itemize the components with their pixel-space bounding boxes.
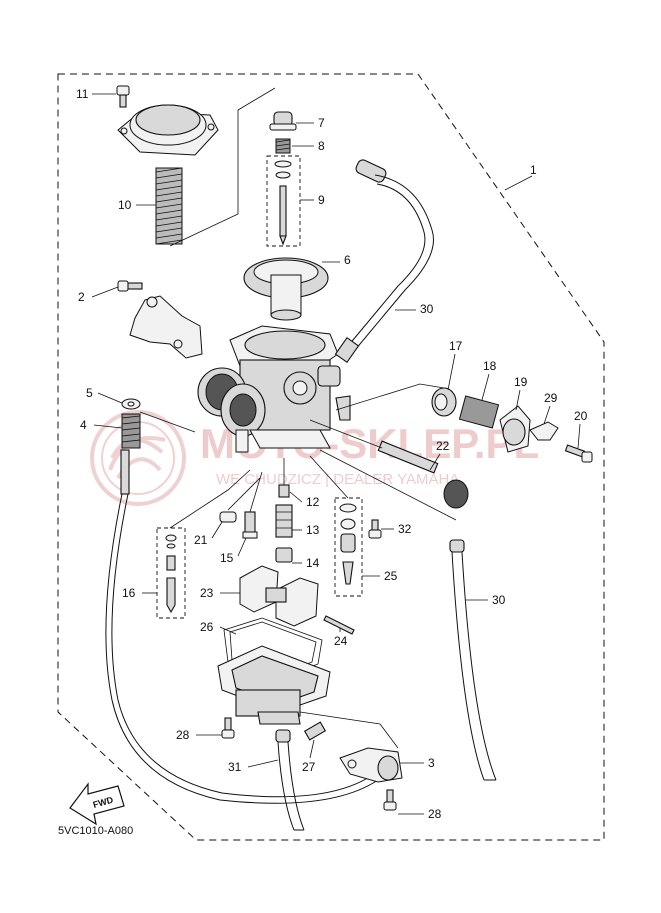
part-13-needle-jet [275, 504, 293, 538]
callout-23: 23 [200, 586, 214, 600]
part-23-float [239, 565, 319, 627]
callout-12: 12 [306, 495, 320, 509]
carburetor-body [197, 325, 351, 453]
callout-24: 24 [334, 634, 348, 648]
part-11-screw [116, 85, 130, 108]
assembly-boundary [57, 73, 605, 841]
leader-22 [309, 419, 383, 449]
leader-30b [319, 449, 457, 521]
callout-28a: 28 [176, 728, 190, 742]
callout-28b: 28 [428, 807, 442, 821]
callout-7: 7 [318, 116, 325, 130]
part-30-upper-hose [334, 159, 434, 363]
callout-16: 16 [122, 586, 136, 600]
callout-9: 9 [318, 193, 325, 207]
callout-2: 2 [78, 290, 85, 304]
part-27-drain-screw [303, 721, 327, 741]
leader-bowl-3 [299, 711, 399, 749]
part-19-cover [499, 405, 531, 453]
part-3-bracket [339, 747, 403, 783]
callout-10: 10 [118, 198, 132, 212]
part-16-jet-set [165, 534, 177, 614]
float-bowl [217, 645, 331, 725]
jet-group-box-16 [156, 527, 186, 619]
part-25-float-valve [339, 503, 357, 585]
part-2-screw [117, 280, 143, 292]
leader-17 [335, 383, 445, 411]
callout-30a: 30 [420, 302, 434, 316]
part-15-jet [242, 511, 258, 539]
part-10-cap-spring [117, 104, 219, 245]
callout-26: 26 [200, 620, 214, 634]
part-30-lower-hose [449, 539, 497, 781]
diagram-code: 5VC1010-A080 [58, 825, 133, 837]
part-14-main-jet [275, 547, 293, 563]
callouts: 11 10 7 8 9 6 1 2 30 17 18 19 29 20 5 4 … [76, 87, 588, 821]
part-4-spring [121, 413, 141, 449]
callout-1: 1 [530, 163, 537, 177]
leader-cable [139, 411, 196, 433]
callout-8: 8 [318, 139, 325, 153]
callout-4: 4 [80, 418, 87, 432]
callout-25: 25 [384, 569, 398, 583]
callout-29: 29 [544, 391, 558, 405]
part-28-screw-b [383, 789, 397, 811]
part-18-spring [458, 395, 500, 429]
leader-1 [504, 175, 533, 191]
callout-11: 11 [76, 87, 89, 101]
part-24-pin [323, 615, 355, 635]
part-20-screw [564, 444, 593, 463]
throttle-cable [105, 449, 379, 804]
needle-group-box [266, 155, 301, 247]
callout-19: 19 [514, 375, 528, 389]
part-32-screw [368, 519, 382, 539]
part-17-cap [431, 387, 457, 417]
part-8-spring [275, 138, 291, 154]
part-22-pilot-screw [377, 440, 469, 509]
leaders-lower [169, 455, 349, 529]
callout-18: 18 [483, 359, 497, 373]
part-6-diaphragm [243, 257, 329, 321]
part-21-washer [219, 511, 237, 523]
part-29-plate [529, 421, 559, 441]
callout-6: 6 [344, 253, 351, 267]
callout-27: 27 [302, 760, 316, 774]
callout-3: 3 [428, 756, 435, 770]
part-7-cap [269, 111, 297, 131]
callout-14: 14 [306, 556, 320, 570]
part-28-screw-a [221, 717, 235, 739]
callout-21: 21 [194, 533, 208, 547]
callout-13: 13 [306, 523, 320, 537]
jet-group-box-25 [334, 497, 363, 597]
callout-5: 5 [86, 386, 93, 400]
callout-31: 31 [228, 760, 242, 774]
callout-32: 32 [398, 522, 412, 536]
callout-20: 20 [574, 409, 588, 423]
bracket-line-10 [169, 87, 276, 247]
callout-15: 15 [220, 551, 234, 565]
part-5-washer [121, 398, 141, 410]
watermark-sub: WE CHUDZICZ | DEALER YAMAHA [216, 471, 459, 488]
throttle-bracket [129, 295, 203, 359]
part-9-needle [274, 160, 292, 246]
callout-17: 17 [449, 339, 463, 353]
fwd-arrow-icon: FWD [69, 782, 125, 826]
callout-30b: 30 [492, 593, 506, 607]
callout-22: 22 [436, 439, 450, 453]
part-31-drain-hose [275, 729, 305, 831]
part-12-jet [278, 484, 290, 498]
